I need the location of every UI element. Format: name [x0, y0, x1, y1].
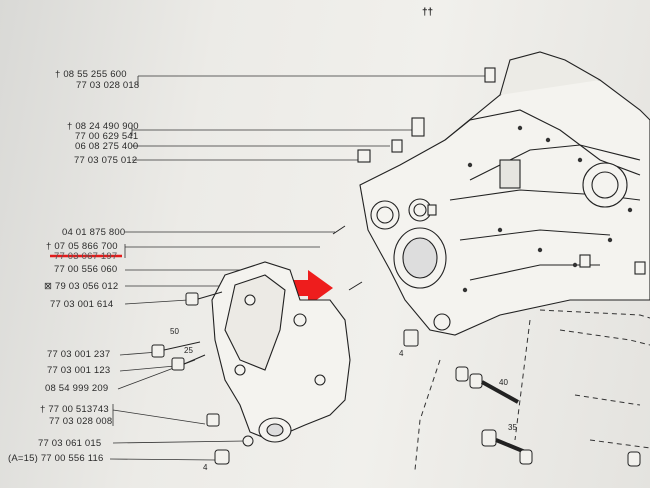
part-ref: 77 03 001 237 — [47, 349, 111, 360]
bolts-left — [151, 291, 254, 465]
highlight-arrow — [285, 270, 333, 306]
part-ref: 77 03 001 614 — [50, 299, 114, 310]
dimension-25: 25 — [184, 346, 193, 355]
part-ref: 77 03 075 012 — [74, 155, 138, 166]
dimension-4a: 4 — [399, 349, 404, 358]
part-ref: 77 03 028 008 — [49, 416, 113, 427]
part-ref: 77 03 061 015 — [38, 438, 102, 449]
part-ref: † 77 00 513743 — [40, 404, 109, 415]
part-ref: (A=15) 77 00 556 116 — [8, 453, 104, 464]
part-ref: 77 03 001 123 — [47, 365, 111, 376]
dimension-4b: 4 — [203, 463, 208, 472]
part-ref: † 08 24 490 900 — [67, 121, 139, 132]
cover-plate — [211, 261, 351, 443]
pins — [332, 225, 419, 347]
part-ref: 77 03 028 018 — [76, 80, 140, 91]
part-ref-highlighted: † 07 05 866 700 — [46, 241, 118, 252]
dimension-35: 35 — [508, 423, 517, 432]
part-ref: 77 00 629 541 — [75, 131, 139, 142]
dimension-50: 50 — [170, 327, 179, 336]
part-ref: 06 08 275 400 — [75, 141, 139, 152]
bolts-right — [455, 366, 641, 467]
part-ref: 77 00 556 060 — [54, 264, 118, 275]
dimension-40: 40 — [499, 378, 508, 387]
part-ref: ⊠ 79 03 056 012 — [44, 281, 119, 292]
gearbox-housing — [357, 51, 650, 336]
leader-lines — [109, 75, 485, 461]
red-arrow-icon — [285, 270, 333, 306]
part-ref: 04 01 875 800 — [62, 227, 126, 238]
part-ref: 08 54 999 209 — [45, 383, 109, 394]
part-ref: 77 03 067 197 — [54, 251, 118, 262]
top-mark: †† — [422, 7, 433, 18]
part-ref: † 08 55 255 600 — [55, 69, 127, 80]
dashed-outlines — [414, 309, 650, 471]
